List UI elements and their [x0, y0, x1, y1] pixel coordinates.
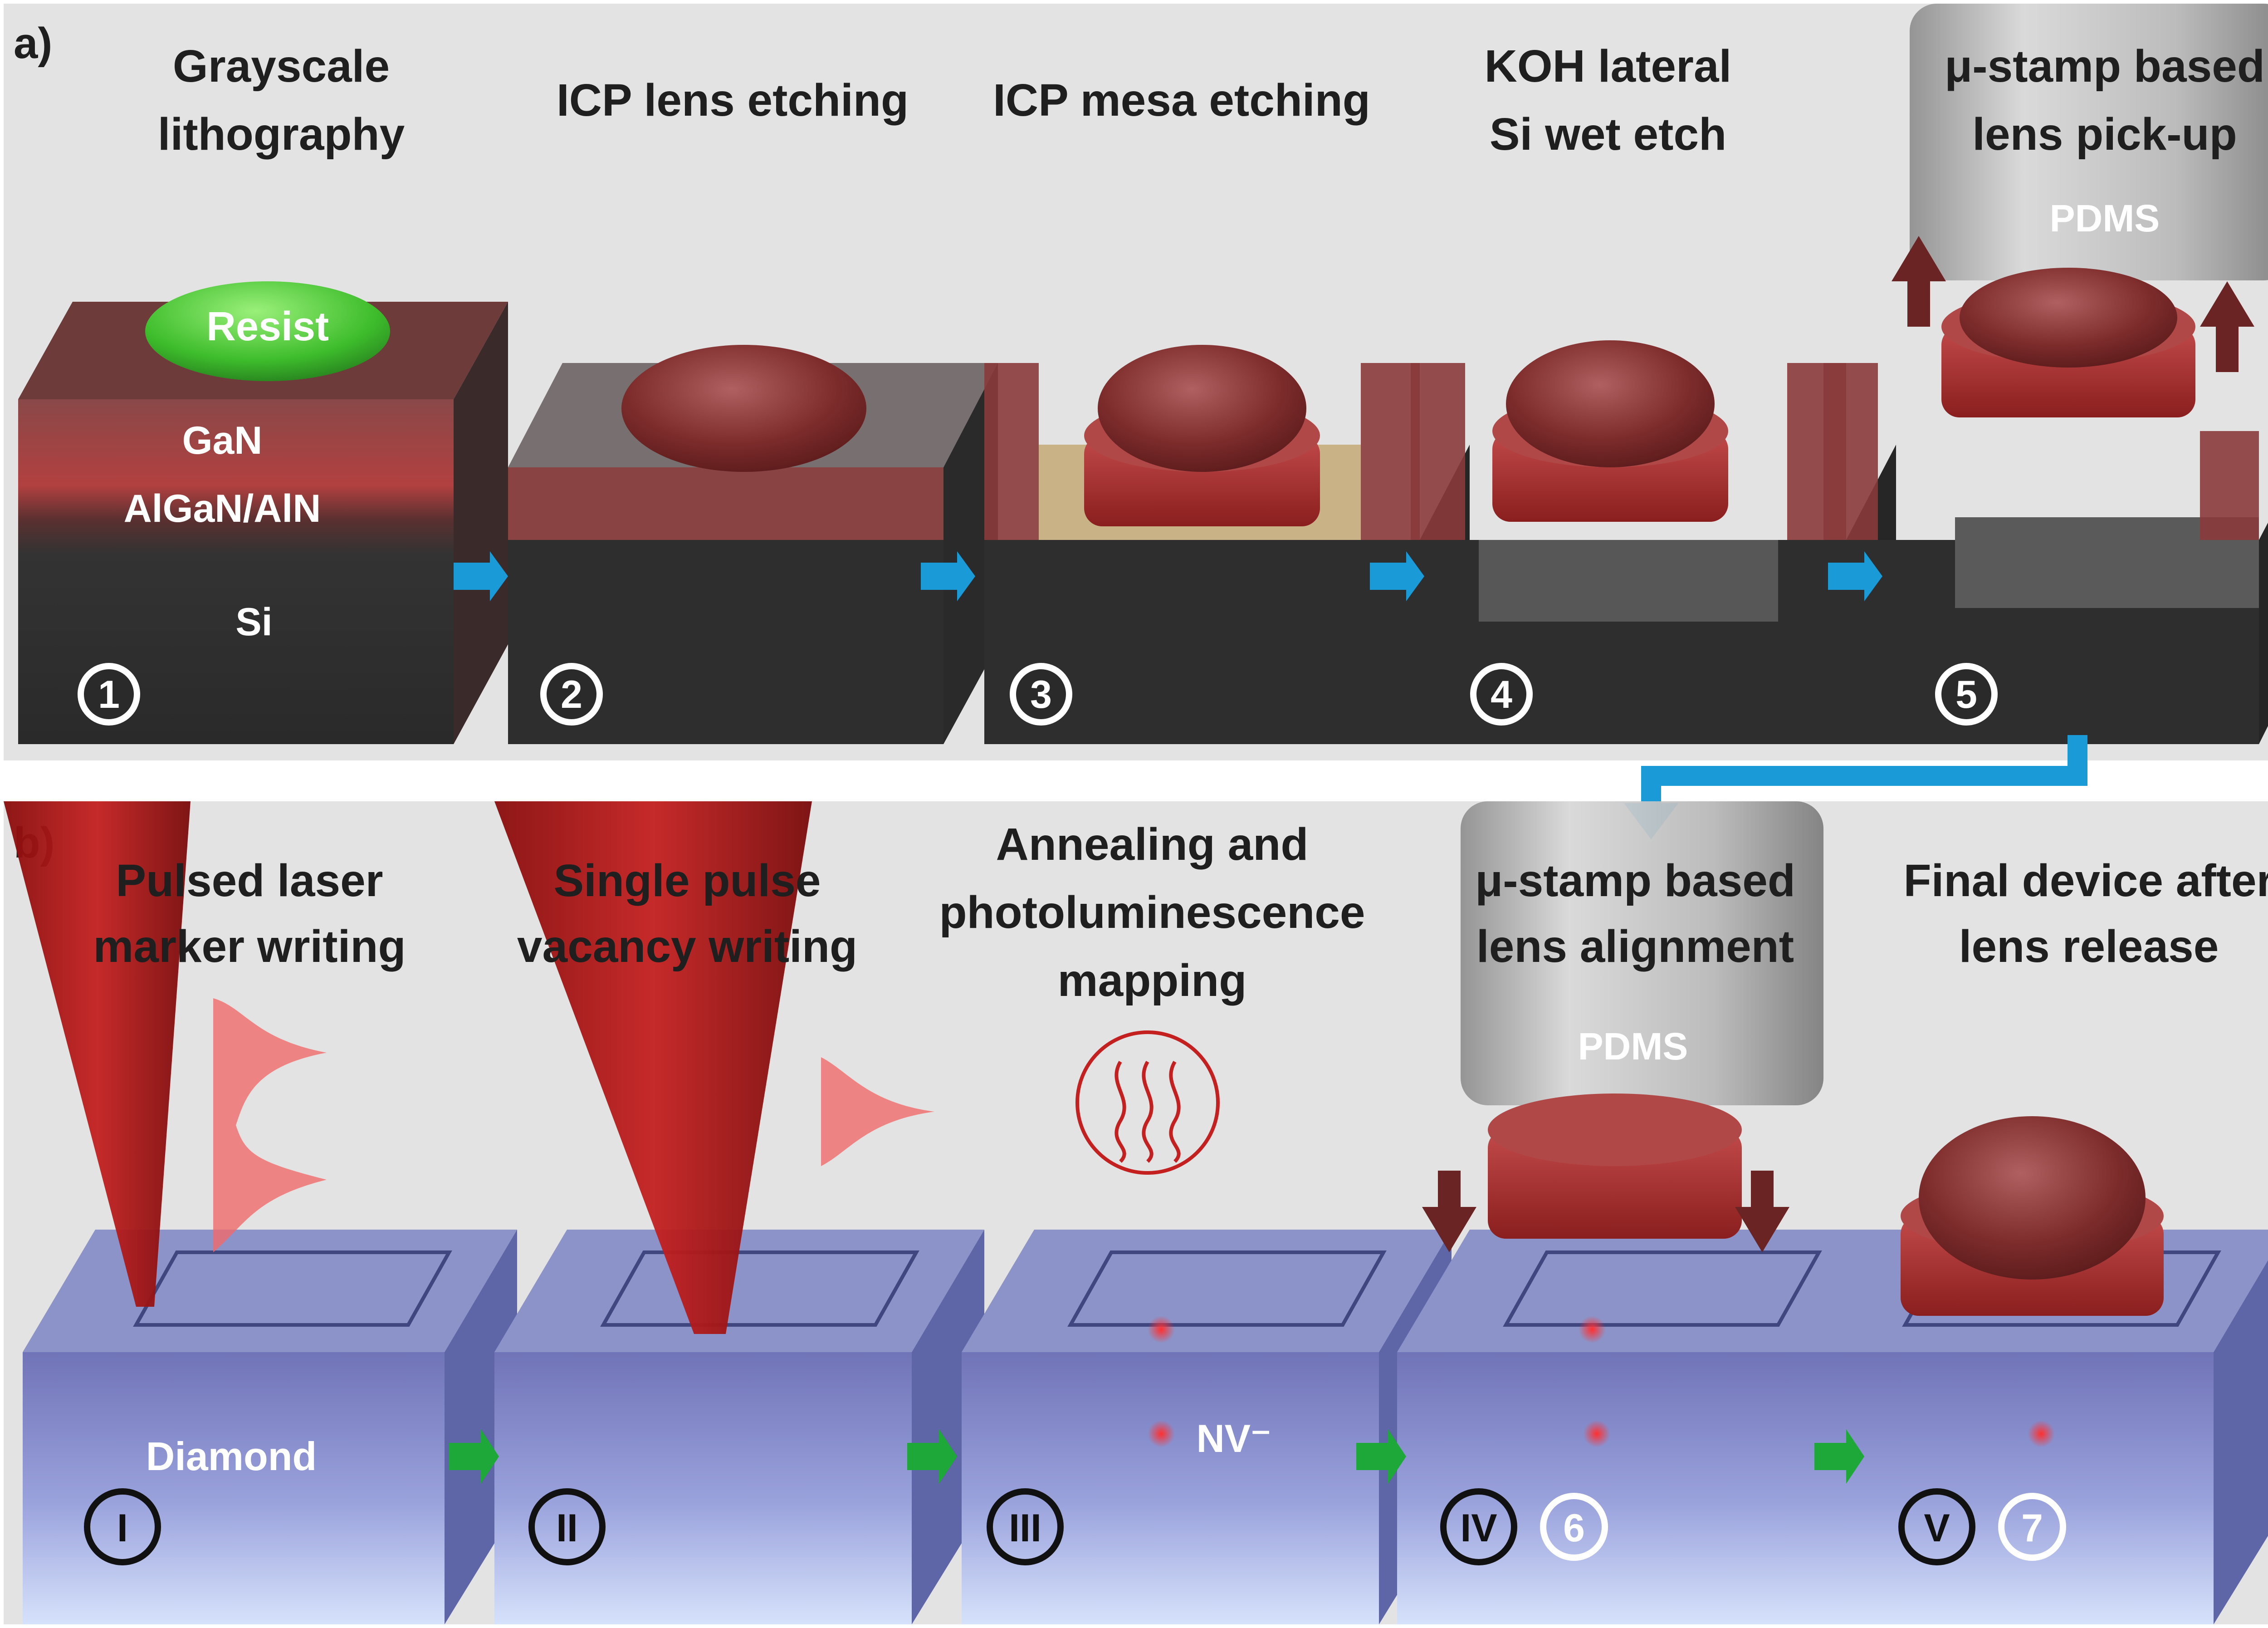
- pdms-stamp: [1461, 801, 1823, 1105]
- step-I-title-line-1: Pulsed laser: [116, 855, 383, 906]
- heat-icon: [1075, 1030, 1220, 1175]
- lens-dome: [1098, 345, 1306, 472]
- resist-dome: [145, 281, 390, 381]
- svg-text:4: 4: [1491, 673, 1512, 716]
- lens-dome: [1919, 1116, 2146, 1280]
- step-2-title: ICP lens etching: [557, 75, 909, 126]
- blue-arrow-icon: [454, 551, 508, 601]
- step-IV-number-badge: IV: [1440, 1488, 1517, 1565]
- step-V-extra-number-badge: 7: [1998, 1493, 2066, 1561]
- step-II-title-line-2: vacancy writing: [517, 921, 857, 972]
- step-4-title-line-1: KOH lateral: [1485, 41, 1732, 92]
- step-IV-title-line-1: μ-stamp based: [1475, 855, 1795, 906]
- svg-text:1: 1: [98, 673, 120, 716]
- step-IV-title-line-2: lens alignment: [1476, 921, 1794, 972]
- step-III-block: NV⁻: [962, 1030, 1452, 1624]
- svg-text:II: II: [556, 1506, 578, 1550]
- svg-text:6: 6: [1563, 1506, 1585, 1550]
- step-I-number-badge: I: [84, 1488, 161, 1565]
- step-3-number-badge: 3: [1010, 663, 1072, 726]
- up-arrow-icon: [1892, 236, 1946, 327]
- laser-beam: [4, 801, 191, 1307]
- heat-icon-wave: [1114, 1060, 1126, 1163]
- step-III-title-line-3: mapping: [1058, 955, 1247, 1006]
- svg-text:I: I: [117, 1506, 128, 1550]
- pdms-label: PDMS: [1578, 1025, 1688, 1068]
- svg-text:2: 2: [561, 673, 582, 716]
- step-2-number-badge: 2: [540, 663, 603, 726]
- step-5-title-line-2: lens pick-up: [1972, 109, 2237, 160]
- step-5-number-badge: 5: [1935, 663, 1998, 726]
- green-arrow-icon: [907, 1429, 957, 1484]
- green-arrow-icon: [449, 1429, 499, 1484]
- pulse-profile: [821, 1057, 934, 1166]
- diamond-label: Diamond: [146, 1434, 317, 1479]
- down-arrow-icon: [1735, 1171, 1789, 1252]
- lens-dome: [621, 345, 866, 472]
- gan-label: GaN: [182, 419, 263, 462]
- laser-beam: [494, 801, 812, 1334]
- svg-text:5: 5: [1955, 673, 1977, 716]
- blue-arrow-icon: [1828, 551, 1882, 601]
- pdms-label: PDMS: [2050, 197, 2160, 240]
- step-II-number-badge: II: [528, 1488, 606, 1565]
- step-5-block: PDMS: [1823, 4, 2268, 744]
- connector-arrow-line: [1641, 735, 2087, 812]
- algan-label: AlGaN/AlN: [124, 487, 321, 530]
- green-arrow-icon: [1356, 1429, 1406, 1484]
- step-II-title-line-1: Single pulse: [553, 855, 821, 906]
- si-label: Si: [235, 600, 272, 644]
- heat-icon-wave: [1169, 1060, 1181, 1163]
- svg-text:III: III: [1009, 1506, 1041, 1550]
- heat-icon-wave: [1142, 1060, 1154, 1163]
- down-arrow-icon: [1422, 1171, 1476, 1252]
- blue-arrow-icon: [921, 551, 975, 601]
- step-III-title-line-1: Annealing and: [996, 819, 1309, 870]
- step-IV-extra-number-badge: 6: [1540, 1493, 1608, 1561]
- step-5-title-line-1: μ-stamp based: [1945, 41, 2265, 92]
- step-I-title-line-2: marker writing: [93, 921, 406, 972]
- svg-text:7: 7: [2021, 1506, 2043, 1550]
- step-1-title-line-2: lithography: [158, 109, 405, 160]
- panel-a-label: a): [14, 19, 52, 68]
- step-4-number-badge: 4: [1470, 663, 1533, 726]
- step-1-number-badge: 1: [78, 663, 140, 726]
- pdms-stamp: [1910, 4, 2268, 280]
- lens-dome: [1506, 340, 1715, 467]
- pulse-profile: [213, 998, 327, 1252]
- step-1-title-line-1: Grayscale: [173, 41, 390, 92]
- lens-dome: [1960, 268, 2177, 368]
- resist-label: Resist: [206, 304, 329, 349]
- blue-arrow-icon: [1370, 551, 1424, 601]
- svg-text:V: V: [1924, 1506, 1950, 1550]
- step-V-block: [1796, 1116, 2268, 1624]
- step-V-number-badge: V: [1898, 1488, 1975, 1565]
- step-4-title-line-2: Si wet etch: [1490, 109, 1726, 160]
- svg-text:IV: IV: [1460, 1506, 1497, 1550]
- step-V-title-line-1: Final device after: [1904, 855, 2268, 906]
- step-III-number-badge: III: [987, 1488, 1064, 1565]
- up-arrow-icon: [2200, 281, 2254, 372]
- green-arrow-icon: [1814, 1429, 1864, 1484]
- step-II-block: [494, 801, 984, 1624]
- svg-text:3: 3: [1030, 673, 1052, 716]
- step-I-block: Diamond: [4, 801, 517, 1624]
- nv-label: NV⁻: [1197, 1417, 1271, 1461]
- step-III-title-line-2: photoluminescence: [939, 887, 1365, 938]
- step-V-title-line-2: lens release: [1959, 921, 2219, 972]
- step-3-title: ICP mesa etching: [993, 75, 1370, 126]
